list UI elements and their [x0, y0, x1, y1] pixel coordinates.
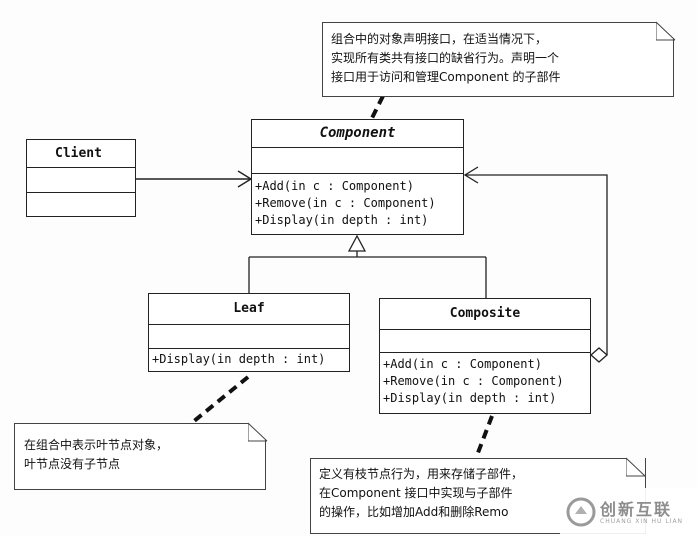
client-class: Client [26, 139, 136, 217]
component-class-name: Component [319, 125, 396, 141]
leaf-operations: +Display(in depth : int) [149, 348, 349, 368]
composite-operation: +Add(in c : Component) [383, 357, 542, 371]
component-note-line: 实现所有类共有接口的缺省行为。声明一个 [331, 51, 560, 65]
composite-operations: +Add(in c : Component) +Remove(in c : Co… [380, 352, 590, 407]
composite-operation: +Display(in depth : int) [383, 391, 557, 405]
component-operation: +Display(in depth : int) [255, 213, 429, 227]
watermark-brand: 创新互联 [600, 500, 673, 519]
composite-note-fold [626, 457, 646, 477]
leaf-note-line: 叶节点没有子节点 [24, 457, 121, 471]
component-note-line: 接口用于访问和管理Component 的子部件 [331, 70, 561, 84]
component-note: 组合中的对象声明接口，在适当情况下， 实现所有类共有接口的缺省行为。声明一个 接… [322, 22, 674, 97]
client-attributes [27, 167, 135, 192]
component-attributes [252, 147, 463, 173]
leaf-note: 在组合中表示叶节点对象， 叶节点没有子节点 [14, 423, 266, 490]
composite-operation: +Remove(in c : Component) [383, 374, 564, 388]
leaf-note-anchor [186, 375, 250, 428]
composite-note-line: 定义有枝节点行为，用来存储子部件， [319, 467, 524, 481]
composite-note-line: 在Component 接口中实现与子部件 [319, 486, 513, 500]
client-class-name: Client [55, 146, 102, 161]
composite-class: Composite +Add(in c : Component) +Remove… [379, 298, 591, 414]
composite-note-anchor [474, 415, 494, 459]
aggregation-diamond [590, 347, 608, 363]
composite-attributes [380, 329, 590, 352]
watermark-sub: CHUANG XIN HU LIAN [600, 518, 684, 525]
leaf-class-name: Leaf [233, 301, 265, 316]
component-note-line: 组合中的对象声明接口，在适当情况下， [331, 32, 548, 46]
component-operation: +Add(in c : Component) [255, 179, 414, 193]
leaf-class: Leaf +Display(in depth : int) [148, 293, 350, 372]
composite-class-name: Composite [449, 306, 521, 321]
generalization-triangle [347, 234, 367, 252]
component-operations: +Add(in c : Component) +Remove(in c : Co… [252, 173, 463, 229]
component-note-fold [656, 21, 676, 41]
client-operations [27, 192, 135, 216]
component-operation: +Remove(in c : Component) [255, 196, 436, 210]
composite-note: 定义有枝节点行为，用来存储子部件， 在Component 接口中实现与子部件 的… [310, 458, 646, 534]
component-note-anchor [369, 95, 385, 121]
leaf-note-line: 在组合中表示叶节点对象， [24, 438, 169, 452]
watermark: 创新互联 CHUANG XIN HU LIAN [560, 488, 697, 536]
aggregation-line [465, 174, 608, 355]
composite-note-line: 的操作，比如增加Add和删除Remo [319, 505, 509, 519]
leaf-note-fold [248, 422, 268, 442]
leaf-operation: +Display(in depth : int) [152, 352, 326, 366]
component-class: Component +Add(in c : Component) +Remove… [251, 119, 464, 235]
watermark-logo-icon [566, 497, 596, 527]
leaf-attributes [149, 324, 349, 348]
aggregation-arrowhead [463, 166, 479, 184]
